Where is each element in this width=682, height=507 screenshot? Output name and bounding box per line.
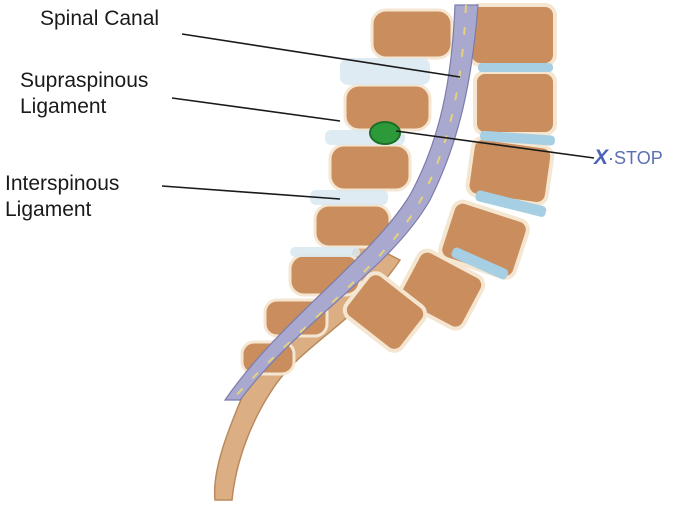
label-spinal-canal-text: Spinal Canal (40, 7, 159, 30)
leader-line-supraspinous (172, 98, 340, 121)
label-spinal-canal: Spinal Canal (40, 6, 159, 32)
xstop-implant (370, 122, 400, 144)
label-interspinous-line2: Ligament (5, 197, 119, 223)
xstop-logo-label: X·STOP (594, 146, 663, 170)
label-interspinous-ligament: Interspinous Ligament (5, 171, 119, 223)
label-interspinous-line1: Interspinous (5, 171, 119, 197)
label-supraspinous-line1: Supraspinous (20, 68, 148, 94)
xstop-stop: STOP (614, 148, 663, 168)
xstop-x: X (594, 146, 608, 169)
label-supraspinous-ligament: Supraspinous Ligament (20, 68, 148, 120)
label-supraspinous-line2: Ligament (20, 94, 148, 120)
